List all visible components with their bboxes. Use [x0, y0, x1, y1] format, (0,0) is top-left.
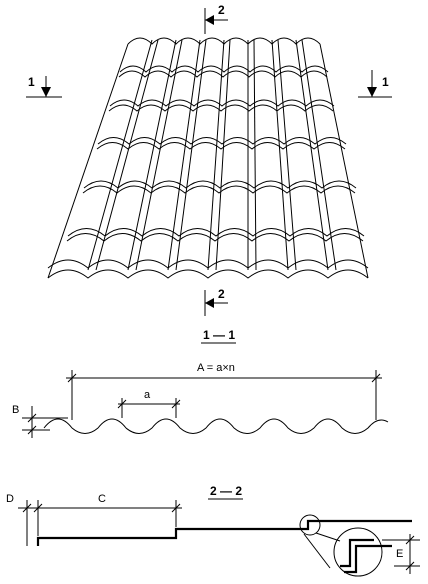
- section-1-1: 1 — 1 A = a×n a B: [12, 328, 389, 438]
- cut-label-1-left: 1: [28, 75, 35, 89]
- cut-marker-2-bottom: 2: [204, 287, 228, 316]
- cut-label-1-right: 1: [382, 75, 389, 89]
- dimension-C: C: [98, 493, 106, 505]
- detail-circle-small: [299, 514, 321, 536]
- section-title-1-1: 1 — 1: [203, 328, 235, 342]
- wave-profile: [43, 418, 389, 434]
- dimension-A: A = a×n: [197, 362, 235, 374]
- step-profile: [36, 527, 302, 546]
- cut-label-2-bottom: 2: [218, 287, 225, 301]
- cut-marker-2-top: 2: [204, 3, 228, 34]
- dimension-D: D: [6, 493, 14, 505]
- section-title-2-2: 2 — 2: [210, 484, 242, 498]
- section-2-2: 2 — 2 C D E: [6, 484, 420, 577]
- dimension-a: a: [144, 389, 151, 401]
- dimension-E: E: [396, 548, 403, 560]
- dimension-B: B: [12, 404, 19, 416]
- cut-marker-1-right: 1: [358, 70, 392, 98]
- tile-sheet-perspective-view: [47, 37, 369, 279]
- cut-marker-1-left: 1: [26, 75, 62, 98]
- cut-label-2-top: 2: [218, 3, 225, 17]
- tile-step-rows: [66, 65, 365, 242]
- ridge-lines: [87, 39, 337, 271]
- detail-circle-enlarged: [333, 527, 383, 577]
